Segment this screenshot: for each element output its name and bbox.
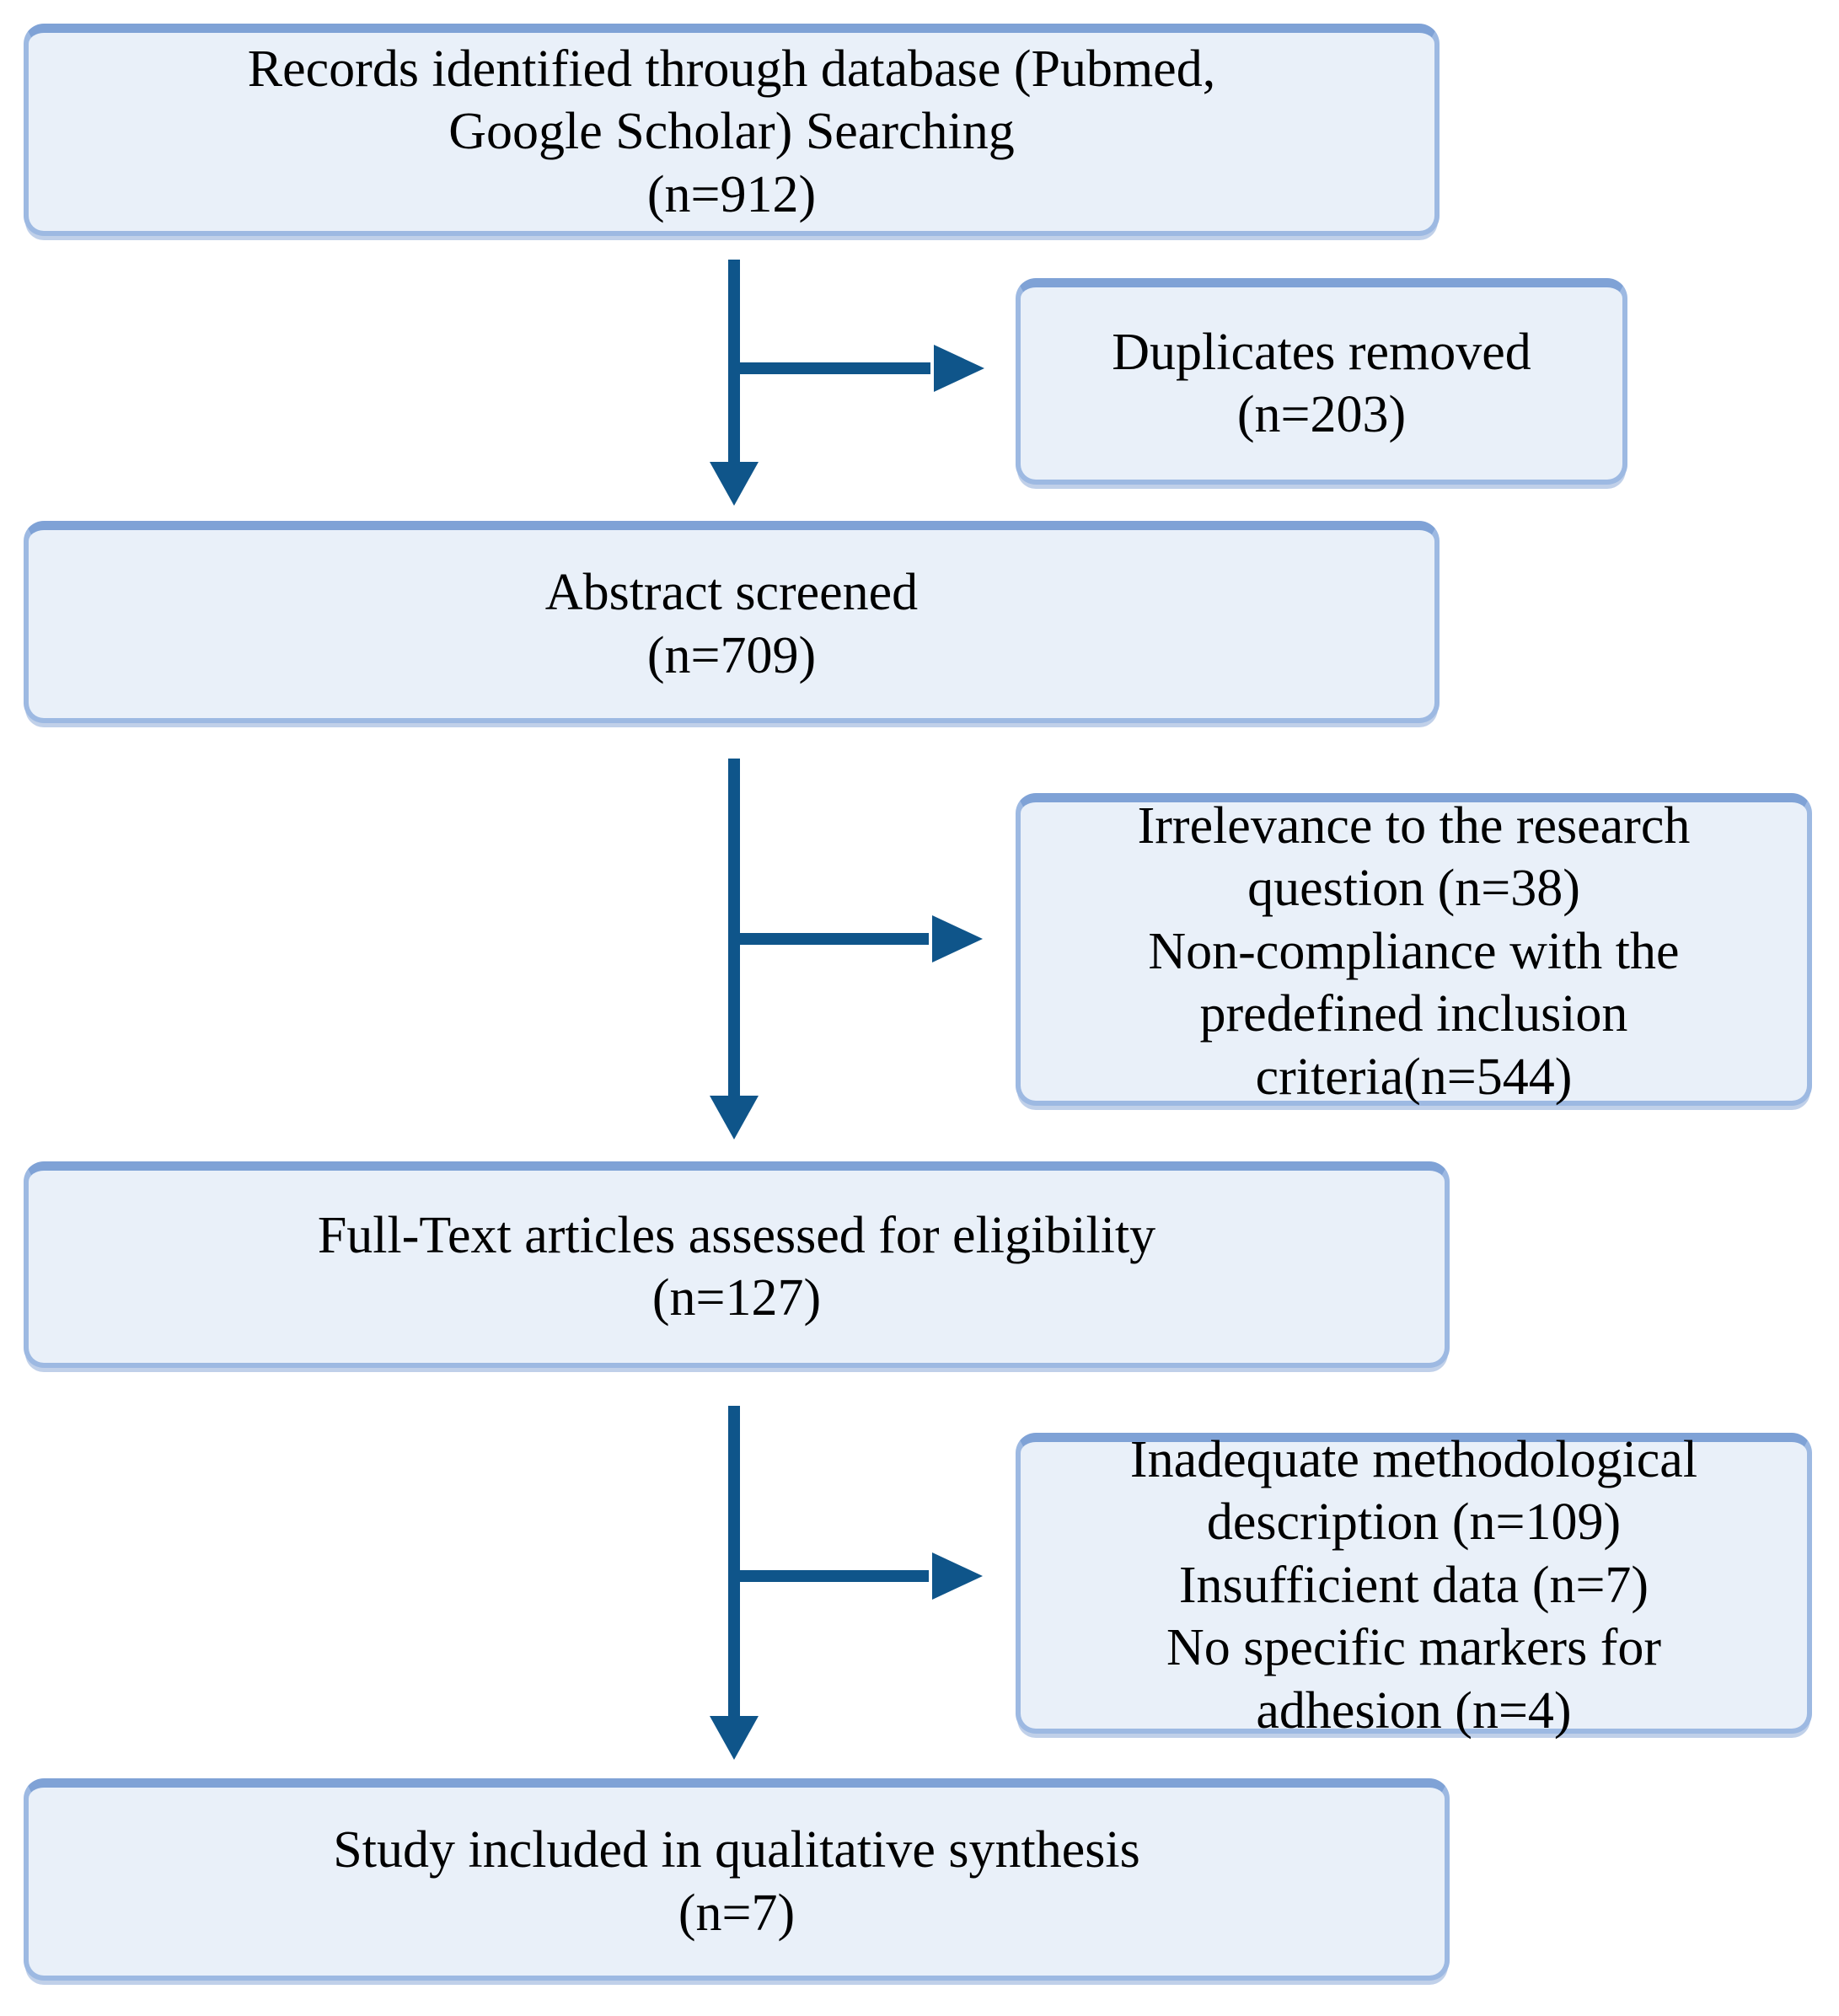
box-records-identified-text: Records identified through database (Pub…	[247, 40, 1216, 223]
arrow-abstract-to-fulltext	[710, 759, 759, 1139]
arrow-branch-abstract-excluded	[734, 915, 983, 962]
arrow-down-head-2	[710, 1096, 759, 1139]
arrow-branch-fulltext-excluded	[734, 1552, 983, 1600]
box-abstract-exclusions-text: Irrelevance to the research question (n=…	[1137, 797, 1691, 1106]
arrow-right-head-1	[934, 345, 984, 392]
arrow-fulltext-to-included	[710, 1406, 759, 1760]
arrow-records-to-abstract	[710, 260, 759, 506]
box-duplicates-removed: Duplicates removed (n=203)	[1016, 278, 1627, 485]
arrow-down-head-3	[710, 1716, 759, 1760]
arrow-right-head-3	[932, 1552, 983, 1600]
box-study-included: Study included in qualitative synthesis …	[24, 1778, 1450, 1981]
box-abstract-screened-text: Abstract screened (n=709)	[544, 564, 919, 684]
box-study-included-text: Study included in qualitative synthesis …	[333, 1821, 1140, 1942]
box-fulltext-assessed-text: Full-Text articles assessed for eligibil…	[317, 1206, 1156, 1327]
box-duplicates-removed-text: Duplicates removed (n=203)	[1112, 323, 1531, 443]
arrow-right-head-2	[932, 915, 983, 962]
box-fulltext-exclusions: Inadequate methodological description (n…	[1016, 1431, 1812, 1740]
box-fulltext-assessed: Full-Text articles assessed for eligibil…	[24, 1161, 1450, 1368]
arrow-branch-duplicates	[734, 345, 984, 392]
box-abstract-exclusions: Irrelevance to the research question (n=…	[1016, 793, 1812, 1106]
arrow-down-head-1	[710, 462, 759, 506]
box-records-identified: Records identified through database (Pub…	[24, 24, 1440, 236]
box-fulltext-exclusions-text: Inadequate methodological description (n…	[1129, 1431, 1698, 1740]
box-abstract-screened: Abstract screened (n=709)	[24, 521, 1440, 723]
